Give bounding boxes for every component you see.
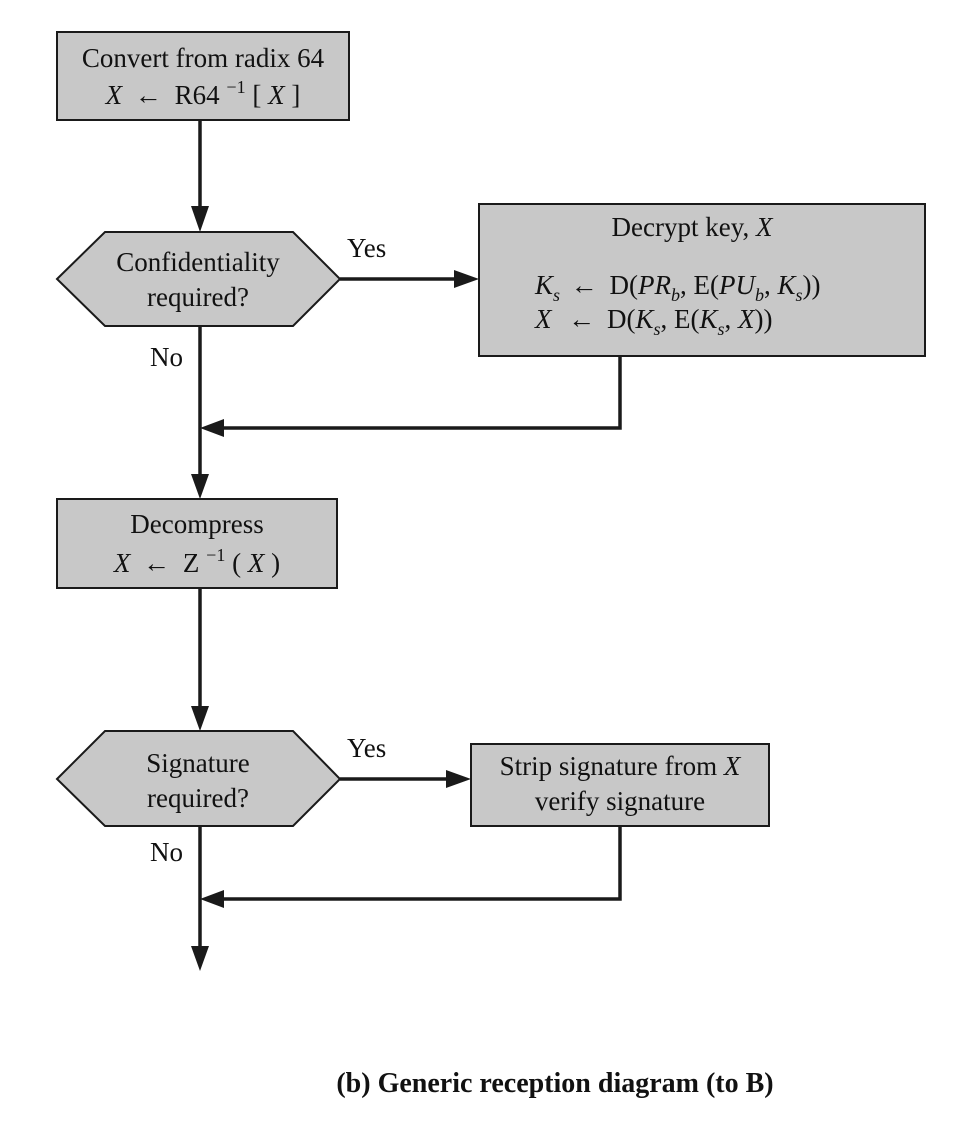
confidentiality-decision: Confidentiality required? [55,231,342,327]
strip-signature-line2: verify signature [535,786,705,816]
signature-decision: Signature required? [55,730,342,827]
confidentiality-no-label: No [150,342,183,372]
decompress-title: Decompress [130,509,263,539]
decrypt-key-title: Decrypt key, X [612,212,774,242]
figure-caption: (b) Generic reception diagram (to B) [336,1068,773,1099]
confidentiality-line2: required? [147,282,249,312]
confidentiality-yes-label: Yes [347,233,386,263]
convert-radix64-box: Convert from radix 64 X ← R64 −1 [ X ] [56,31,350,121]
decrypt-session-key-formula: Ks ← D(PRb, E(PUb, Ks)) [534,270,821,307]
arrow-strip-return [222,826,622,901]
decompress-box: Decompress X ← Z −1 ( X ) [56,498,338,589]
signature-no-label: No [150,837,183,867]
strip-signature-box: Strip signature from X verify signature [470,743,770,827]
arrow-head [191,206,209,232]
signature-line1: Signature [146,748,249,778]
arrow-head [454,270,479,288]
arrow-head [191,706,209,731]
signature-yes-label: Yes [347,733,386,763]
arrow-head [191,946,209,971]
arrow-head [446,770,471,788]
arrow-decrypt-return [222,356,622,430]
arrow-head [191,474,209,499]
convert-radix64-title: Convert from radix 64 [82,43,325,73]
arrow-head [200,419,224,437]
confidentiality-line1: Confidentiality [116,247,280,277]
decrypt-message-formula: X ← D(Ks, E(Ks, X)) [534,304,773,339]
arrow-head [200,890,224,908]
decompress-formula: X ← Z −1 ( X ) [113,537,280,578]
convert-radix64-formula: X ← R64 −1 [ X ] [105,69,301,110]
strip-signature-line1: Strip signature from X [500,751,742,781]
decrypt-key-box: Decrypt key, X Ks ← D(PRb, E(PUb, Ks)) X… [478,203,926,357]
signature-line2: required? [147,783,249,813]
